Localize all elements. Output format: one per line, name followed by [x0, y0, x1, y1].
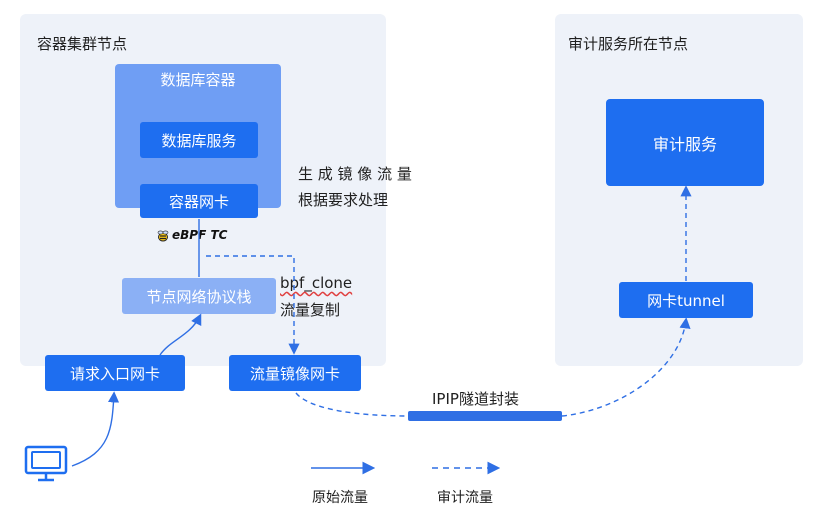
audit-service-box: 审计服务	[606, 99, 764, 186]
bpf-clone-note: bpf_clone	[280, 274, 353, 292]
database-container-label: 数据库容器	[160, 71, 236, 89]
audit-service-node-title: 审计服务所在节点	[568, 35, 689, 53]
ipip-tunnel-bar	[408, 411, 562, 421]
nic-tunnel-box: 网卡tunnel	[619, 282, 753, 318]
mirror-traffic-note-line2: 根据要求处理	[298, 191, 389, 209]
traffic-copy-note: 流量复制	[280, 301, 341, 319]
line-mirror-dashed	[206, 255, 300, 355]
ipip-tunnel-label: IPIP隧道封装	[432, 390, 519, 408]
mirror-traffic-note-line1: 生 成 镜 像 流 量	[298, 165, 412, 183]
ingress-nic-box: 请求入口网卡	[45, 355, 185, 391]
line-ingress-to-stack	[159, 313, 202, 356]
legend-audit-label: 审计流量	[437, 490, 493, 506]
line-computer-to-ingress	[71, 391, 120, 467]
monitor-icon	[24, 445, 68, 483]
bee-icon	[156, 228, 170, 242]
line-tunnel-to-nic	[561, 317, 691, 417]
database-service-box: 数据库服务	[140, 122, 258, 158]
ebpf-tc-text: eBPF TC	[172, 228, 228, 242]
ebpf-tc-label: eBPF TC	[156, 228, 227, 242]
line-mirror-to-tunnel	[295, 392, 409, 417]
container-nic-box: 容器网卡	[140, 184, 258, 218]
node-network-stack-box: 节点网络协议栈	[122, 278, 276, 314]
legend-original-label: 原始流量	[312, 490, 368, 506]
container-cluster-node-title: 容器集群节点	[37, 35, 128, 53]
mirror-nic-box: 流量镜像网卡	[229, 355, 361, 391]
